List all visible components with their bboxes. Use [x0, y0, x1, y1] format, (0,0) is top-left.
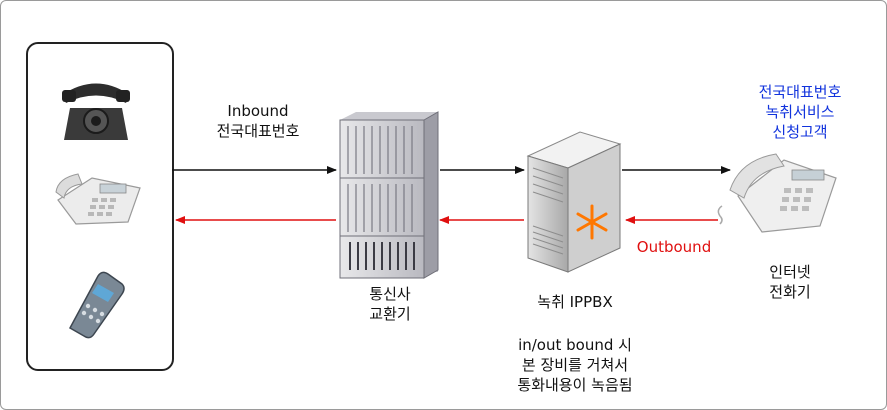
customer-label-line3: 신청고객	[772, 123, 828, 141]
customer-label: 전국대표번호 녹취서비스 신청고객	[740, 82, 860, 142]
note-label-line3: 통화내용이 녹음됨	[517, 376, 633, 394]
note-label-line2: 본 장비를 거쳐서	[521, 356, 629, 374]
internet-phone-label: 인터넷 전화기	[740, 262, 840, 302]
inbound-label-line2: 전국대표번호	[216, 122, 300, 140]
exchange-label-line2: 교환기	[369, 305, 411, 323]
customer-label-line2: 녹취서비스	[765, 103, 835, 121]
mobile-phone-icon	[68, 271, 125, 339]
server-icon	[526, 131, 622, 273]
note-label: in/out bound 시 본 장비를 거쳐서 통화내용이 녹음됨	[480, 335, 670, 395]
exchange-label: 통신사 교환기	[340, 284, 440, 324]
internet-phone-label-line1: 인터넷	[769, 263, 811, 281]
inbound-label-line1: Inbound	[227, 102, 289, 120]
exchange-label-line1: 통신사	[369, 285, 411, 303]
customer-label-line1: 전국대표번호	[758, 83, 842, 101]
exchange-rack-icon	[339, 111, 439, 279]
outbound-label: Outbound	[624, 237, 724, 257]
inbound-label: Inbound 전국대표번호	[196, 101, 320, 141]
ippbx-label: 녹취 IPPBX	[510, 292, 640, 312]
rotary-phone-icon	[62, 83, 130, 140]
outbound-label-text: Outbound	[636, 238, 712, 256]
record-mark-icon	[576, 204, 608, 240]
note-label-line1: in/out bound 시	[518, 336, 632, 354]
ippbx-label-text: 녹취 IPPBX	[537, 293, 613, 311]
internet-phone-label-line2: 전화기	[769, 283, 811, 301]
desk-phone-icon	[55, 173, 141, 225]
internet-phone-icon	[717, 153, 837, 233]
